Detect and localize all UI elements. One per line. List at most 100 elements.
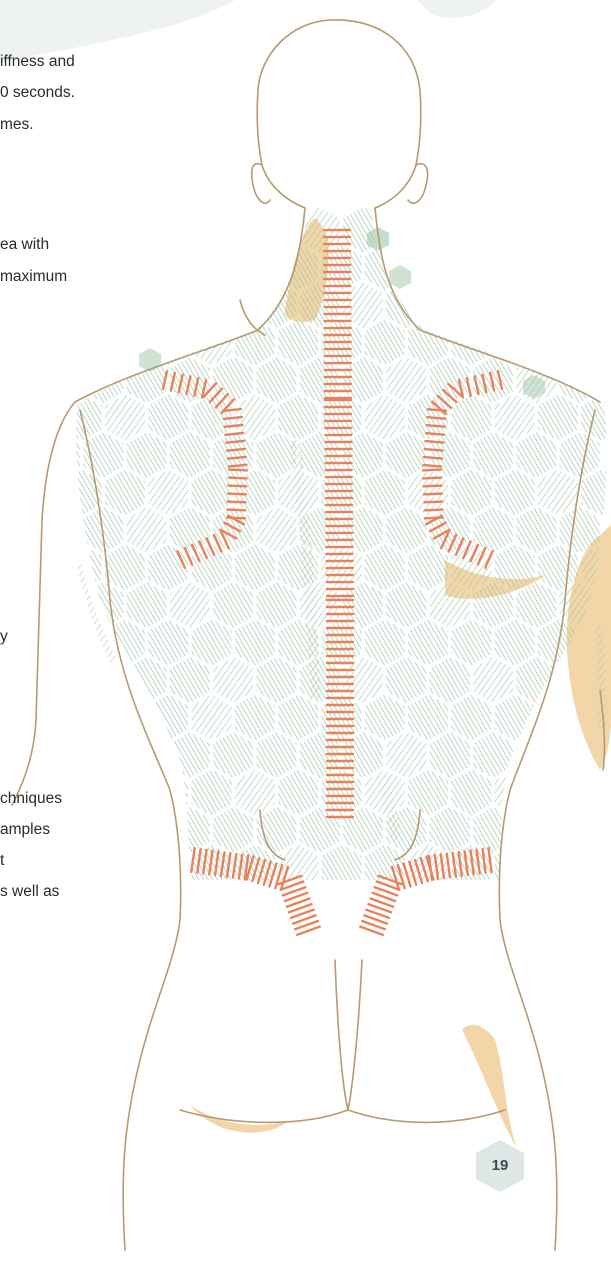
hexagon-cell: [495, 470, 535, 516]
hexagon-cell: [387, 207, 427, 253]
hexagon-cell: [40, 432, 80, 478]
hexagon-cell: [127, 582, 167, 628]
hexagon-cell: [235, 320, 275, 366]
stripe-mark: [427, 425, 445, 427]
text-line: y: [0, 624, 8, 649]
hexagon-cell: [278, 695, 318, 741]
hexagon-cell: [40, 582, 80, 628]
hexagon-cell: [387, 432, 427, 478]
hexagon-cell: [213, 582, 253, 628]
hexagon-cell: [365, 395, 405, 441]
hexagon-cell: [257, 432, 297, 478]
hexagon-cell: [127, 507, 167, 553]
hexagon-cell: [213, 807, 253, 853]
hexagon-cell: [105, 395, 145, 441]
hexagon-cell: [40, 657, 80, 703]
hexagon-cell: [387, 507, 427, 553]
stripe-mark: [229, 470, 247, 471]
hexagon-cell: [365, 695, 405, 741]
hexagon-cell: [192, 695, 232, 741]
hexagon-cell: [170, 657, 210, 703]
hexagon-cell: [451, 245, 491, 291]
hexagon-cell: [581, 395, 611, 441]
text-line: chniques: [0, 786, 62, 811]
hexagon-cell: [235, 245, 275, 291]
hexagon-cell: [127, 207, 167, 253]
text-line: t: [0, 848, 4, 873]
hexagon-cell: [278, 770, 318, 816]
hexagon-cell: [538, 845, 578, 891]
hexagon-cell: [105, 695, 145, 741]
hexagon-cell: [538, 470, 578, 516]
page-number: 19: [474, 1140, 526, 1192]
hexagon-cell: [516, 732, 556, 778]
hexagon-cell: [105, 545, 145, 591]
hexagon-cell: [148, 545, 188, 591]
hexagon-cell: [581, 470, 611, 516]
stripe-mark: [228, 486, 246, 487]
hexagon-cell: [148, 620, 188, 666]
stripe-mark: [423, 478, 441, 479]
hexagon-cell: [495, 620, 535, 666]
hexagon-cell: [408, 545, 448, 591]
hexagon-cell: [148, 470, 188, 516]
hexagon-cell: [430, 732, 470, 778]
hexagon-cell: [40, 357, 80, 403]
hexagon-cell: [581, 845, 611, 891]
hexagon-cell: [516, 582, 556, 628]
hexagon-cell: [213, 657, 253, 703]
hexagon-cell: [473, 432, 513, 478]
hexagon-cell: [560, 207, 600, 253]
hexagon-cell: [430, 207, 470, 253]
hexagon-cell: [365, 620, 405, 666]
hexagon-cell: [62, 845, 102, 891]
stripe-mark: [424, 502, 442, 503]
hexagon-cell: [62, 770, 102, 816]
hexagon-cell: [62, 320, 102, 366]
hexagon-cell: [538, 320, 578, 366]
hexagon-cell: [83, 507, 123, 553]
hexagon-cell: [148, 770, 188, 816]
hexagon-cell: [516, 207, 556, 253]
stripe-mark: [426, 433, 444, 435]
hexagon-cell: [257, 357, 297, 403]
hexagon-cell: [581, 320, 611, 366]
stripe-mark: [423, 465, 441, 467]
hexagon-cell: [257, 582, 297, 628]
stripe-mark: [424, 486, 442, 487]
hexagon-cell: [560, 357, 600, 403]
hexagon-cell: [560, 282, 600, 328]
hexagon-cell: [148, 845, 188, 891]
hexagon-cell: [257, 657, 297, 703]
hexagon-cell: [83, 357, 123, 403]
hexagon-cell: [322, 845, 362, 891]
hexagon-cell: [560, 807, 600, 853]
hexagon-cell: [495, 245, 535, 291]
hexagon-cell: [257, 732, 297, 778]
hexagon-cell: [538, 770, 578, 816]
hexagon-cell: [538, 245, 578, 291]
hexagon-cell: [257, 207, 297, 253]
stripe-mark: [425, 449, 443, 451]
hexagon-cell: [408, 770, 448, 816]
hexagon-cell: [170, 807, 210, 853]
corner-decoration-right: [418, 0, 496, 18]
hexagon-cell: [581, 770, 611, 816]
hexagon-cell: [170, 507, 210, 553]
hexagon-cell: [430, 432, 470, 478]
hexagon-cell: [538, 545, 578, 591]
hexagon-cell: [235, 770, 275, 816]
hexagon-cell: [516, 807, 556, 853]
hexagon-cell: [473, 807, 513, 853]
hexagon-cell: [257, 507, 297, 553]
hexagon-cell: [387, 732, 427, 778]
hexagon-cell: [278, 320, 318, 366]
hexagon-cell: [213, 357, 253, 403]
hexagon-cell: [516, 282, 556, 328]
hexagon-cell: [170, 282, 210, 328]
stripe-mark: [423, 470, 441, 471]
hexagon-cell: [83, 732, 123, 778]
hexagon-cell: [408, 695, 448, 741]
hexagon-cell: [408, 320, 448, 366]
